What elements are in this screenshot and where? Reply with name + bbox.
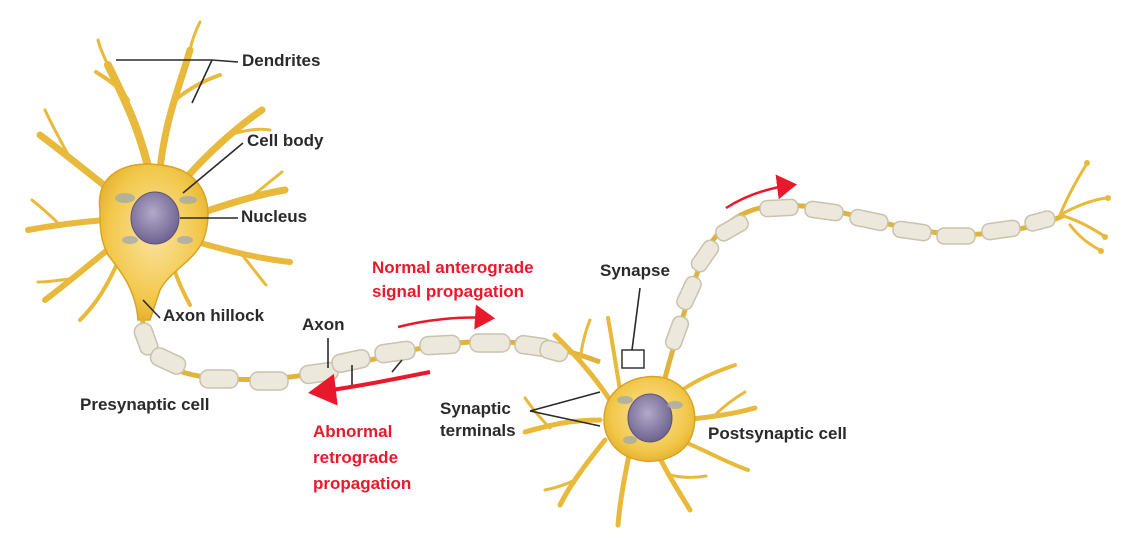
cell-body-label: Cell body <box>247 131 324 150</box>
retrograde-text-2: retrograde <box>313 448 399 467</box>
anterograde-text-2: signal propagation <box>372 282 525 301</box>
retrograde-text-1: Abnormal <box>313 422 393 441</box>
presynaptic-cell-label: Presynaptic cell <box>80 395 210 414</box>
nucleus-label: Nucleus <box>241 207 308 226</box>
axon-hillock-label: Axon hillock <box>163 306 265 325</box>
postsynaptic-nucleus <box>627 393 673 443</box>
anterograde-arrow-1 <box>397 304 495 330</box>
myelin-sheaths <box>133 322 569 391</box>
anterograde-arrow-2 <box>725 174 797 210</box>
postsynaptic-organelles <box>617 396 683 444</box>
synapse-label: Synapse <box>600 261 670 280</box>
dendrites-label: Dendrites <box>242 51 321 70</box>
synaptic-terminals-label-2: terminals <box>440 421 516 440</box>
retrograde-text-3: propagation <box>313 474 412 493</box>
retrograde-arrow <box>308 370 431 406</box>
presynaptic-nucleus <box>130 191 180 245</box>
axon-terminal-branches <box>1058 160 1111 254</box>
synapse-box <box>621 349 645 369</box>
leader-lines <box>116 59 641 427</box>
axon-label: Axon <box>302 315 345 334</box>
synaptic-terminals-label-1: Synaptic <box>440 399 511 418</box>
organelles <box>115 193 197 244</box>
anterograde-text-1: Normal anterograde <box>372 258 534 277</box>
postsynaptic-cell-label: Postsynaptic cell <box>708 424 847 443</box>
postsynaptic-myelin <box>664 198 1056 351</box>
